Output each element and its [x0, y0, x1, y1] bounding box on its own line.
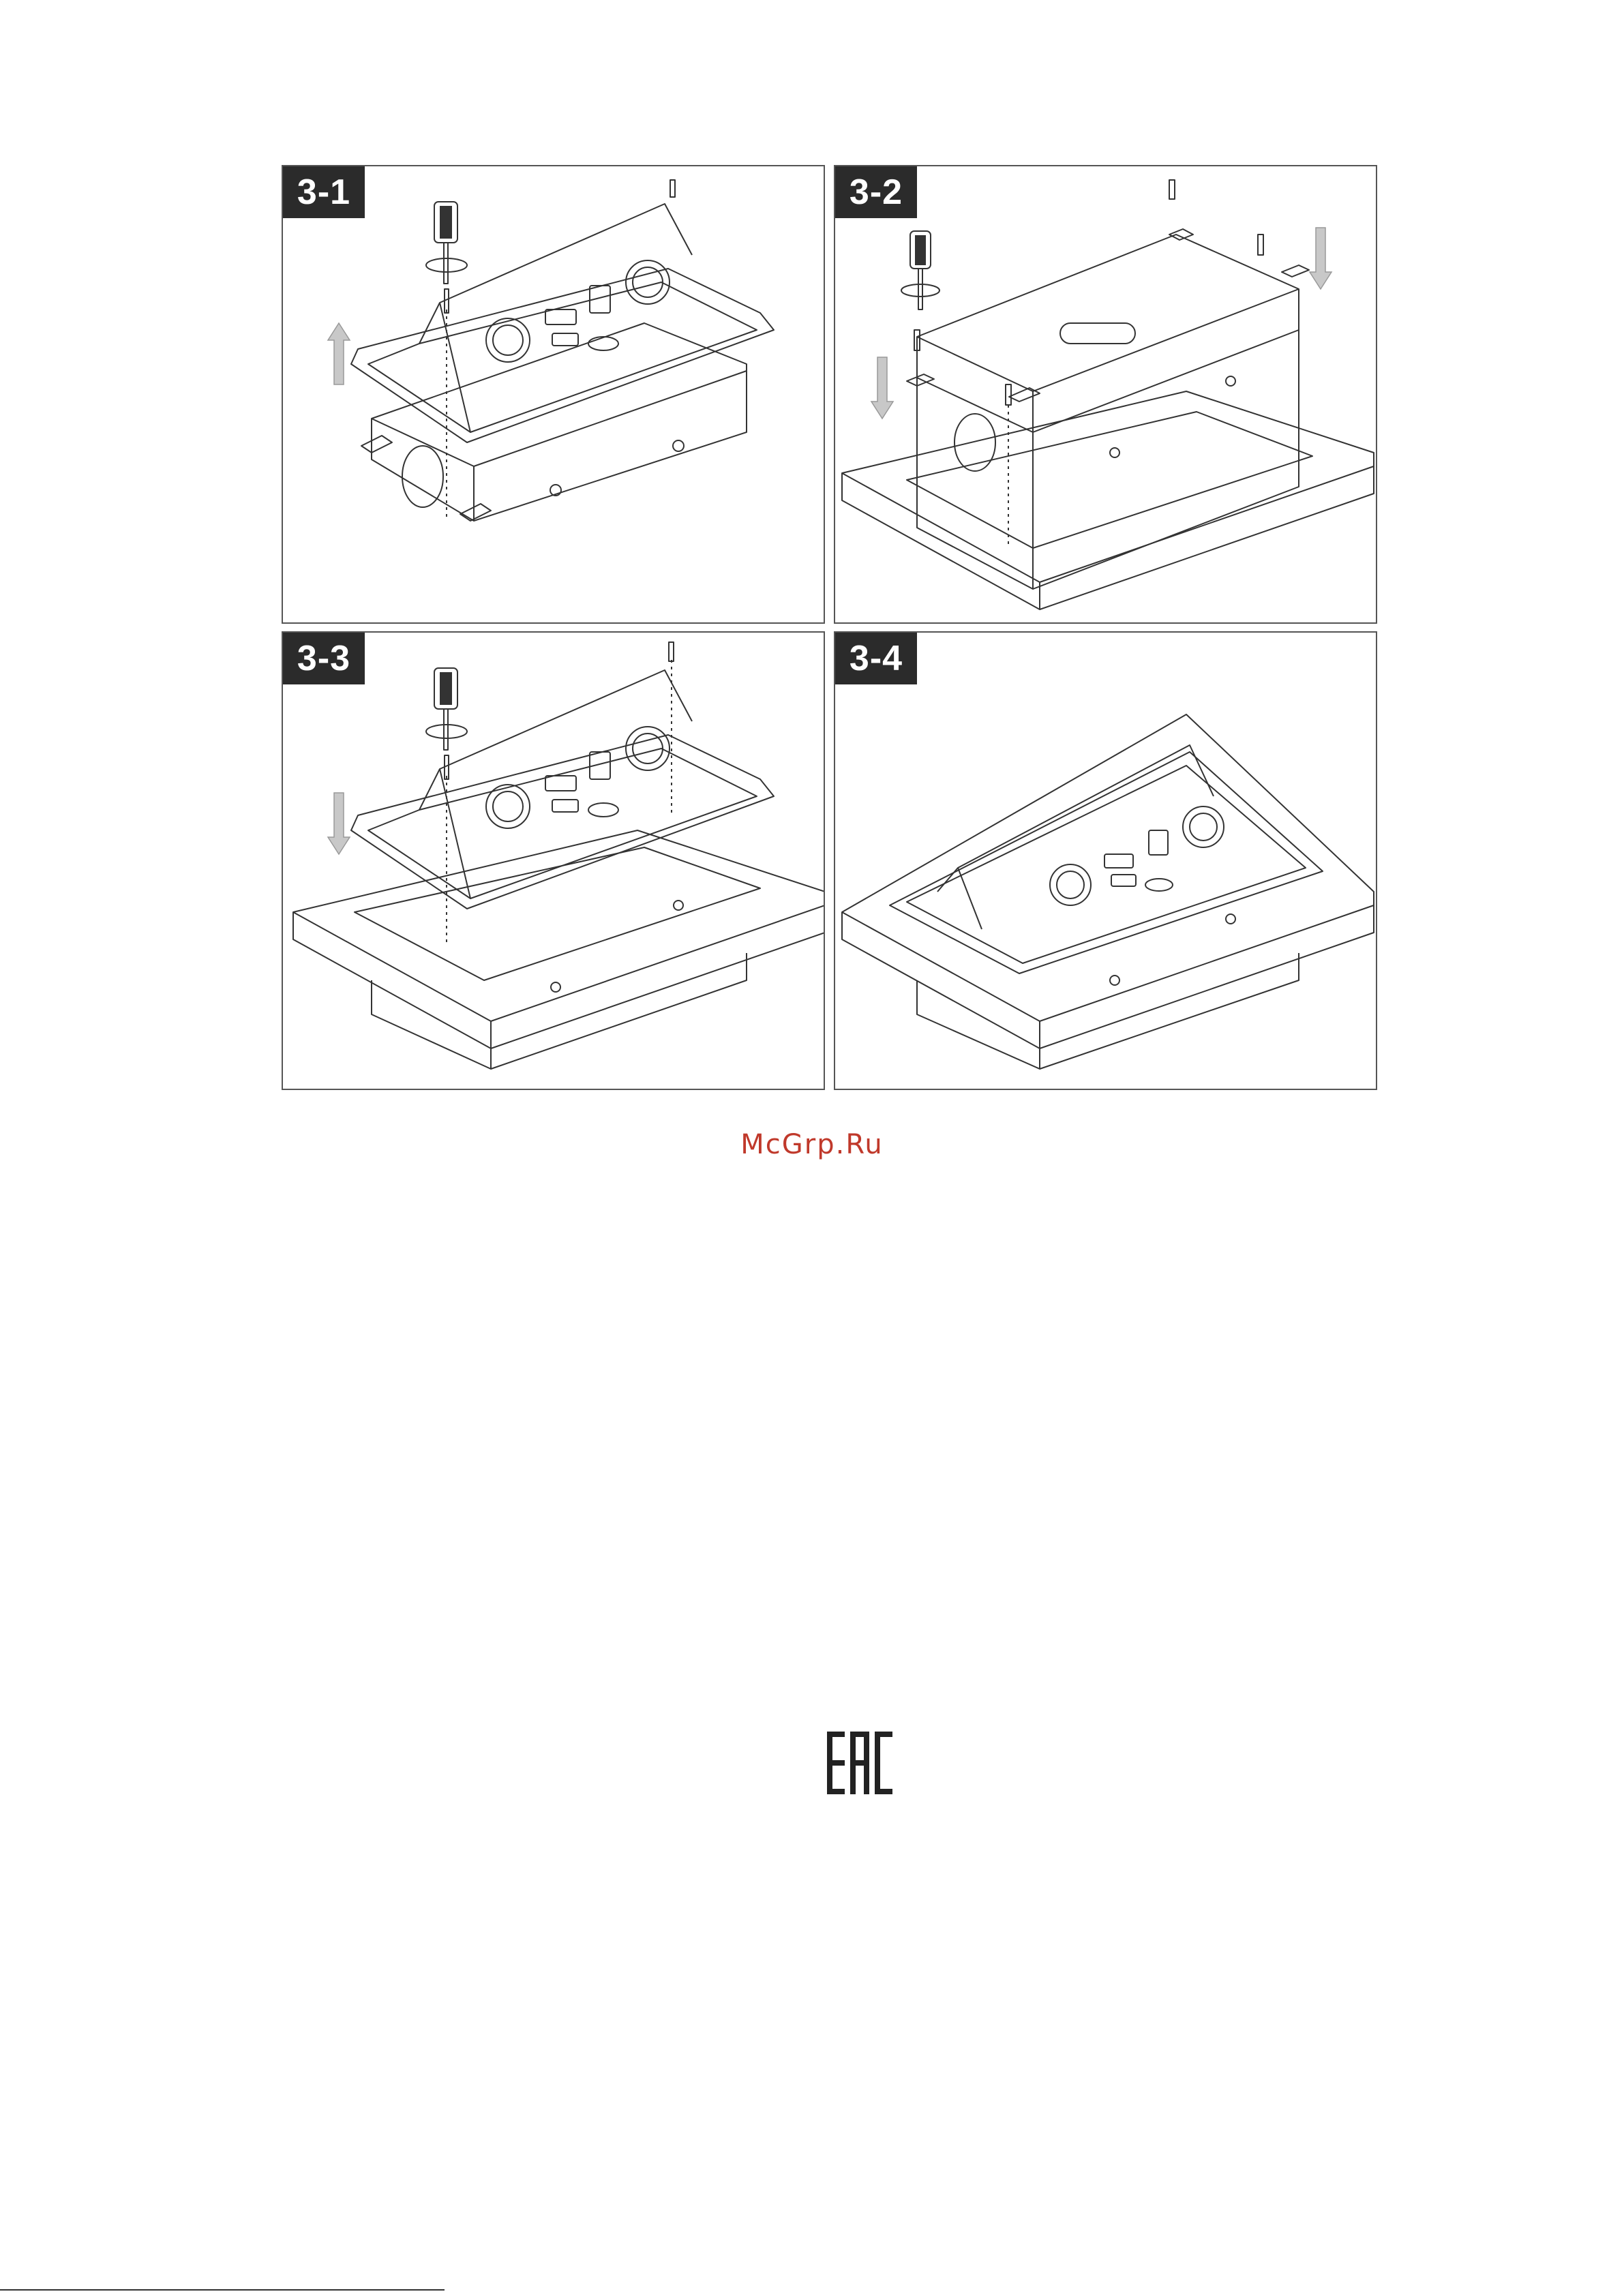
step-label: 3-2: [835, 166, 917, 218]
illustration-remove-insert: [283, 166, 825, 624]
footer-rule: [0, 2289, 445, 2291]
step-label: 3-4: [835, 633, 917, 684]
step-panel-3-1: 3-1: [282, 165, 825, 624]
watermark-text: McGrp.Ru: [0, 1129, 1624, 1160]
illustration-insert-unit: [283, 633, 825, 1090]
step-panel-3-3: 3-3: [282, 631, 825, 1090]
step-label: 3-1: [283, 166, 365, 218]
eac-certification-mark: [826, 1729, 894, 1800]
illustration-installed: [835, 633, 1377, 1090]
illustration-mount-box: [835, 166, 1377, 624]
step-panel-3-4: 3-4: [834, 631, 1377, 1090]
step-panel-3-2: 3-2: [834, 165, 1377, 624]
step-label: 3-3: [283, 633, 365, 684]
